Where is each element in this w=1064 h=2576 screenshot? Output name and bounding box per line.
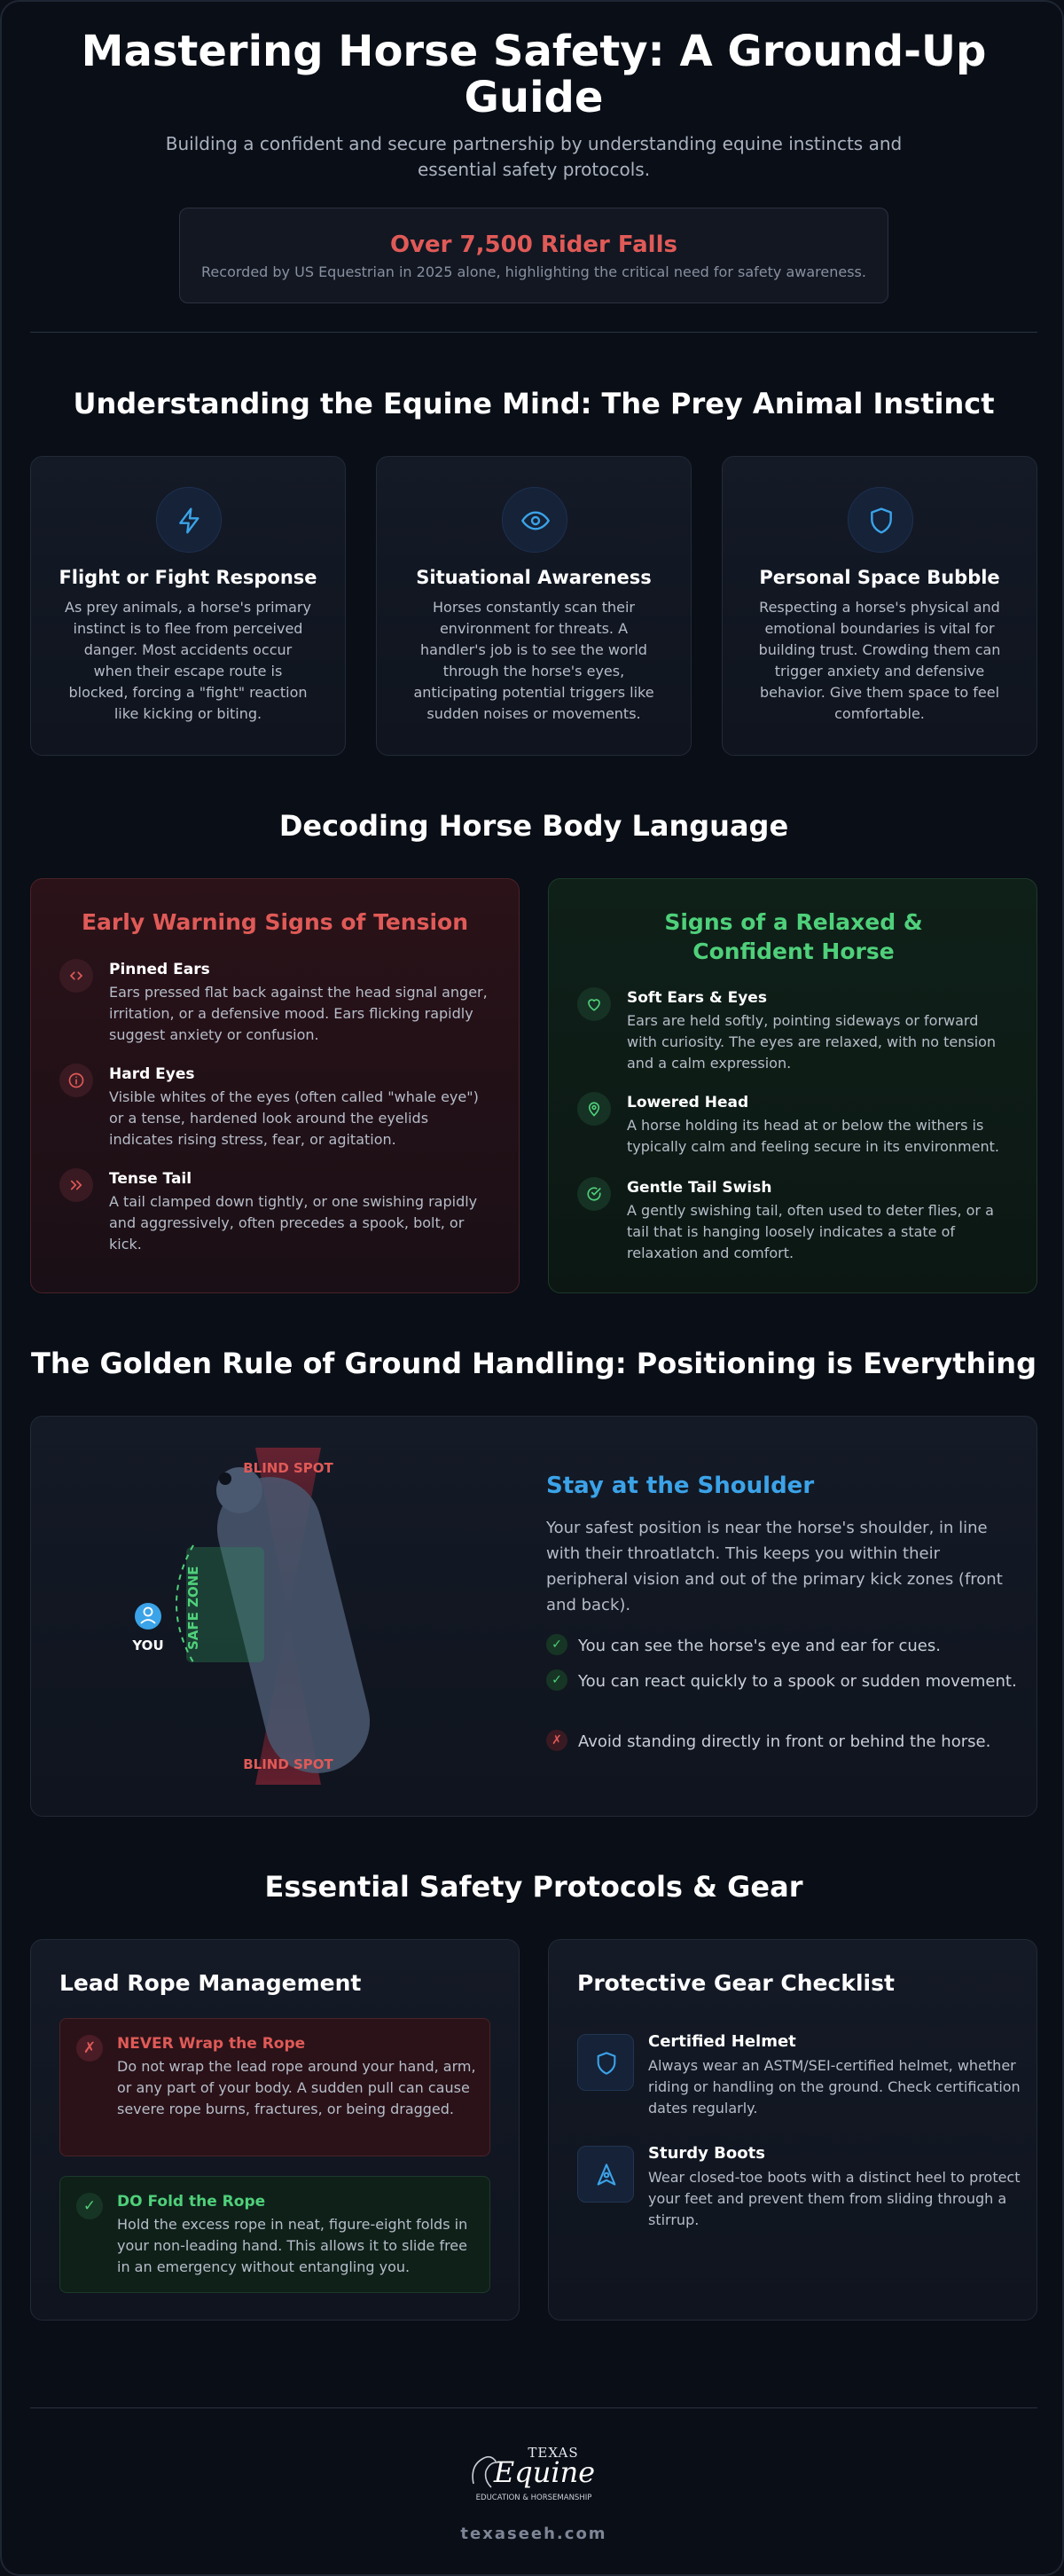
- stat-caption: Recorded by US Equestrian in 2025 alone,…: [201, 263, 866, 280]
- item-title: Tense Tail: [109, 1170, 192, 1188]
- section-title-body-language: Decoding Horse Body Language: [278, 809, 789, 843]
- panel-title: Early Warning Signs of Tension: [81, 909, 468, 935]
- item-text: Ears pressed flat back against the head …: [109, 984, 488, 1043]
- box-text: Hold the excess rope in neat, figure-eig…: [117, 2216, 468, 2275]
- section-title-positioning: The Golden Rule of Ground Handling: Posi…: [31, 1347, 1037, 1380]
- card-title: Personal Space Bubble: [759, 567, 1000, 588]
- list-item: Lowered Head A horse holding its head at…: [577, 1092, 1021, 1163]
- shield-icon: [848, 487, 913, 553]
- divider: [30, 332, 1037, 333]
- gear-item: Sturdy Boots Wear closed-toe boots with …: [577, 2144, 1021, 2234]
- lightning-icon: [156, 487, 222, 553]
- safe-zone-area: [186, 1547, 264, 1662]
- item-text: Ears are held softly, pointing sideways …: [627, 1012, 997, 1072]
- gear-title: Sturdy Boots: [648, 2144, 765, 2163]
- website-link[interactable]: texaseeh.com: [460, 2525, 607, 2543]
- logo-main-text: Equine: [493, 2455, 595, 2489]
- logo-top-text: TEXAS: [528, 2445, 578, 2461]
- card-text: Respecting a horse's physical and emotio…: [758, 599, 1001, 722]
- list-item: Pinned Ears Ears pressed flat back again…: [59, 959, 503, 1048]
- check-text: You can react quickly to a spook or sudd…: [578, 1672, 1017, 1691]
- section-title-protocols: Essential Safety Protocols & Gear: [264, 1870, 803, 1904]
- divider: [30, 2407, 1037, 2408]
- eye-icon: [502, 487, 567, 553]
- check-circle-icon: [577, 1177, 611, 1211]
- item-title: Pinned Ears: [109, 961, 210, 978]
- double-chevron-icon: [59, 1168, 93, 1202]
- never-wrap-box: ✗ NEVER Wrap the Rope Do not wrap the le…: [59, 2018, 490, 2156]
- info-icon: [59, 1064, 93, 1097]
- list-item: Gentle Tail Swish A gently swishing tail…: [577, 1177, 1021, 1266]
- gear-text: Always wear an ASTM/SEI-certified helmet…: [648, 2057, 1021, 2117]
- panel-title: Protective Gear Checklist: [577, 1970, 895, 1996]
- you-label: YOU: [131, 1637, 163, 1653]
- blind-spot-bottom-label: BLIND SPOT: [243, 1756, 333, 1772]
- card-text: As prey animals, a horse's primary insti…: [65, 599, 311, 722]
- positioning-text: Your safest position is near the horse's…: [546, 1519, 1003, 1614]
- gear-text: Wear closed-toe boots with a distinct he…: [648, 2169, 1021, 2228]
- positioning-heading: Stay at the Shoulder: [546, 1473, 815, 1499]
- stat-number: Over 7,500 Rider Falls: [390, 232, 677, 258]
- item-text: A horse holding its head at or below the…: [627, 1117, 999, 1155]
- item-title: Hard Eyes: [109, 1065, 195, 1083]
- page-title: Mastering Horse Safety: A Ground-Up Guid…: [81, 27, 987, 122]
- cross-mark-icon: ✗: [76, 2035, 103, 2062]
- box-text: Do not wrap the lead rope around your ha…: [117, 2058, 476, 2117]
- do-fold-box: ✓ DO Fold the Rope Hold the excess rope …: [59, 2176, 490, 2293]
- card-text: Horses constantly scan their environment…: [413, 599, 654, 722]
- horse-eye: [219, 1473, 231, 1485]
- safe-zone-label: SAFE ZONE: [185, 1566, 201, 1650]
- check-item: ✗ Avoid standing directly in front or be…: [546, 1730, 1025, 1756]
- check-item: ✓ You can react quickly to a spook or su…: [546, 1669, 1025, 1723]
- list-item: Hard Eyes Visible whites of the eyes (of…: [59, 1064, 503, 1152]
- card-situational-awareness: Situational Awareness Horses constantly …: [376, 456, 692, 756]
- blind-spot-top-label: BLIND SPOT: [243, 1460, 333, 1476]
- stat-callout: Over 7,500 Rider Falls Recorded by US Eq…: [179, 208, 888, 303]
- section-title-mind: Understanding the Equine Mind: The Prey …: [73, 387, 995, 420]
- check-mark-icon: ✓: [76, 2193, 103, 2219]
- item-text: A tail clamped down tightly, or one swis…: [109, 1193, 478, 1253]
- item-text: A gently swishing tail, often used to de…: [627, 1202, 994, 1261]
- box-title: DO Fold the Rope: [117, 2193, 266, 2211]
- safe-zone-arc: [176, 1544, 194, 1663]
- cross-mark-icon: ✗: [546, 1730, 567, 1751]
- check-mark-icon: ✓: [546, 1669, 567, 1691]
- gear-title: Certified Helmet: [648, 2032, 796, 2051]
- protective-gear-panel: Protective Gear Checklist Certified Helm…: [548, 1939, 1037, 2321]
- texas-equine-logo: TEXAS Equine EDUCATION & HORSEMANSHIP: [472, 2445, 595, 2502]
- heart-icon: [577, 987, 611, 1021]
- panel-title: Signs of a Relaxed & Confident Horse: [664, 909, 923, 964]
- lead-rope-panel: Lead Rope Management ✗ NEVER Wrap the Ro…: [30, 1939, 520, 2321]
- check-item: ✓ You can see the horse's eye and ear fo…: [546, 1634, 1025, 1661]
- helmet-shield-icon: [577, 2034, 634, 2091]
- positioning-panel: [30, 1416, 1037, 1817]
- check-mark-icon: ✓: [546, 1634, 567, 1655]
- panel-title: Lead Rope Management: [59, 1970, 362, 1996]
- list-item: Soft Ears & Eyes Ears are held softly, p…: [577, 987, 1021, 1076]
- warning-signs-panel: Early Warning Signs of Tension Pinned Ea…: [30, 878, 520, 1293]
- card-personal-space: Personal Space Bubble Respecting a horse…: [722, 456, 1037, 756]
- logo-sub-text: EDUCATION & HORSEMANSHIP: [476, 2494, 592, 2502]
- horse-head-logo-icon: [472, 2455, 498, 2488]
- item-title: Gentle Tail Swish: [627, 1179, 772, 1197]
- card-flight-or-fight: Flight or Fight Response As prey animals…: [30, 456, 346, 756]
- page-subtitle: Building a confident and secure partners…: [165, 133, 903, 180]
- relaxed-signs-panel: Signs of a Relaxed & Confident Horse Sof…: [548, 878, 1037, 1293]
- positioning-diagram: BLIND SPOT BLIND SPOT SAFE ZONE YOU: [131, 1448, 371, 1785]
- card-title: Flight or Fight Response: [59, 567, 317, 588]
- item-text: Visible whites of the eyes (often called…: [109, 1088, 479, 1148]
- location-pin-icon: [577, 1092, 611, 1126]
- box-title: NEVER Wrap the Rope: [117, 2035, 306, 2053]
- gear-item: Certified Helmet Always wear an ASTM/SEI…: [577, 2032, 1021, 2123]
- code-arrows-icon: [59, 959, 93, 993]
- boot-icon: [577, 2146, 634, 2203]
- item-title: Lowered Head: [627, 1094, 749, 1111]
- check-text: You can see the horse's eye and ear for …: [578, 1637, 941, 1655]
- item-title: Soft Ears & Eyes: [627, 989, 767, 1007]
- list-item: Tense Tail A tail clamped down tightly, …: [59, 1168, 503, 1257]
- card-title: Situational Awareness: [416, 567, 652, 588]
- check-text: Avoid standing directly in front or behi…: [578, 1732, 991, 1751]
- horse-body-shape: [216, 1477, 371, 1773]
